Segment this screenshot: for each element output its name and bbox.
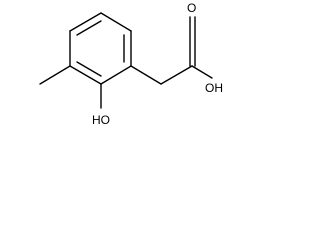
ring-double-bond-inner-top <box>76 20 102 36</box>
ring-to-ch2-bond <box>130 65 162 85</box>
ring-double-bond-inner-bottom <box>76 61 102 77</box>
ch2-to-carbonyl-bond <box>160 65 193 85</box>
ring-bond-c4-c5 <box>100 65 132 85</box>
carbonyl-oxygen-label: O <box>187 1 196 15</box>
phenol-hydroxyl-label: HO <box>92 113 110 127</box>
chemical-structure: O OH HO <box>39 1 223 127</box>
acid-hydroxyl-label: OH <box>205 81 223 95</box>
acid-hydroxyl-bond <box>191 65 213 79</box>
ring-bond-c5-c6 <box>69 65 102 85</box>
ring-bond-c1-c2 <box>69 12 102 32</box>
methyl-bond <box>39 65 71 85</box>
benzene-ring <box>69 12 132 85</box>
ring-bond-c2-c3 <box>100 12 132 32</box>
